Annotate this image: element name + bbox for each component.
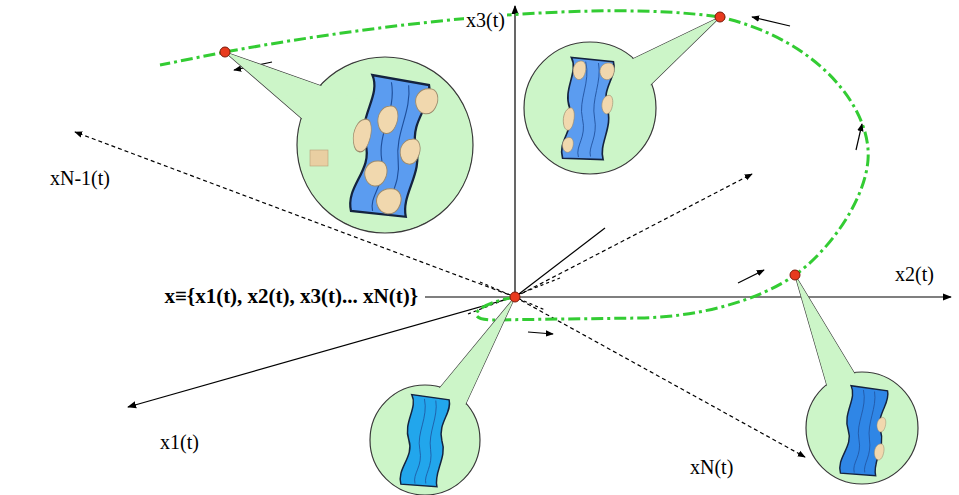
direction-arrows — [856, 124, 862, 150]
river-illustration — [873, 443, 885, 460]
axis-x2 — [425, 296, 951, 297]
callout-bubble — [807, 373, 917, 483]
river-illustration — [876, 417, 887, 433]
axis-extra — [515, 174, 752, 297]
state-point — [220, 12, 800, 302]
river-illustration — [340, 74, 440, 223]
state-point — [220, 47, 230, 57]
callout-bubble — [806, 372, 918, 484]
callout-bubble — [297, 57, 473, 233]
river-illustration — [562, 107, 575, 131]
axis-label: x1(t) — [158, 430, 201, 454]
river-illustration — [601, 95, 614, 115]
river-illustration — [559, 57, 617, 163]
state-vector-label: x≡{x1(t), x2(t), x3(t)... xN(t)} — [162, 284, 420, 308]
axis-label: xN(t) — [688, 455, 735, 479]
river-illustration — [399, 395, 450, 490]
river-illustration — [376, 104, 400, 135]
callout-bubble — [524, 17, 720, 174]
river-illustration — [572, 60, 586, 80]
river-illustration — [363, 159, 389, 188]
axis-stub — [468, 278, 560, 314]
river-illustration — [599, 62, 615, 80]
axis-label: x2(t) — [893, 262, 936, 286]
sand-patch — [310, 150, 328, 166]
axis-stub — [480, 282, 545, 310]
state-point — [790, 270, 800, 280]
callout-bubble — [370, 297, 515, 495]
axis-xn — [515, 297, 805, 457]
river-illustration — [561, 57, 615, 162]
river-illustration — [839, 386, 889, 478]
axis-stub — [515, 228, 605, 297]
axes — [75, 6, 951, 457]
axis-x3 — [514, 6, 515, 300]
river-illustration — [351, 117, 374, 153]
river-illustration — [839, 386, 892, 479]
callout-bubble — [225, 52, 473, 233]
river-illustration — [374, 186, 402, 215]
river-illustration — [398, 137, 422, 166]
callout-bubble — [298, 58, 472, 232]
river-illustration — [414, 87, 440, 116]
direction-arrows — [528, 332, 553, 334]
state-point — [715, 12, 725, 22]
direction-arrows — [752, 17, 790, 26]
callout-bubble — [795, 275, 918, 484]
river-illustration — [562, 137, 574, 153]
trajectory-loop — [160, 11, 868, 320]
axis-label: x3(t) — [464, 8, 507, 32]
direction-arrows — [738, 270, 764, 283]
river-illustration — [399, 395, 450, 490]
state-point — [510, 292, 520, 302]
axis-label: xN-1(t) — [48, 166, 112, 190]
